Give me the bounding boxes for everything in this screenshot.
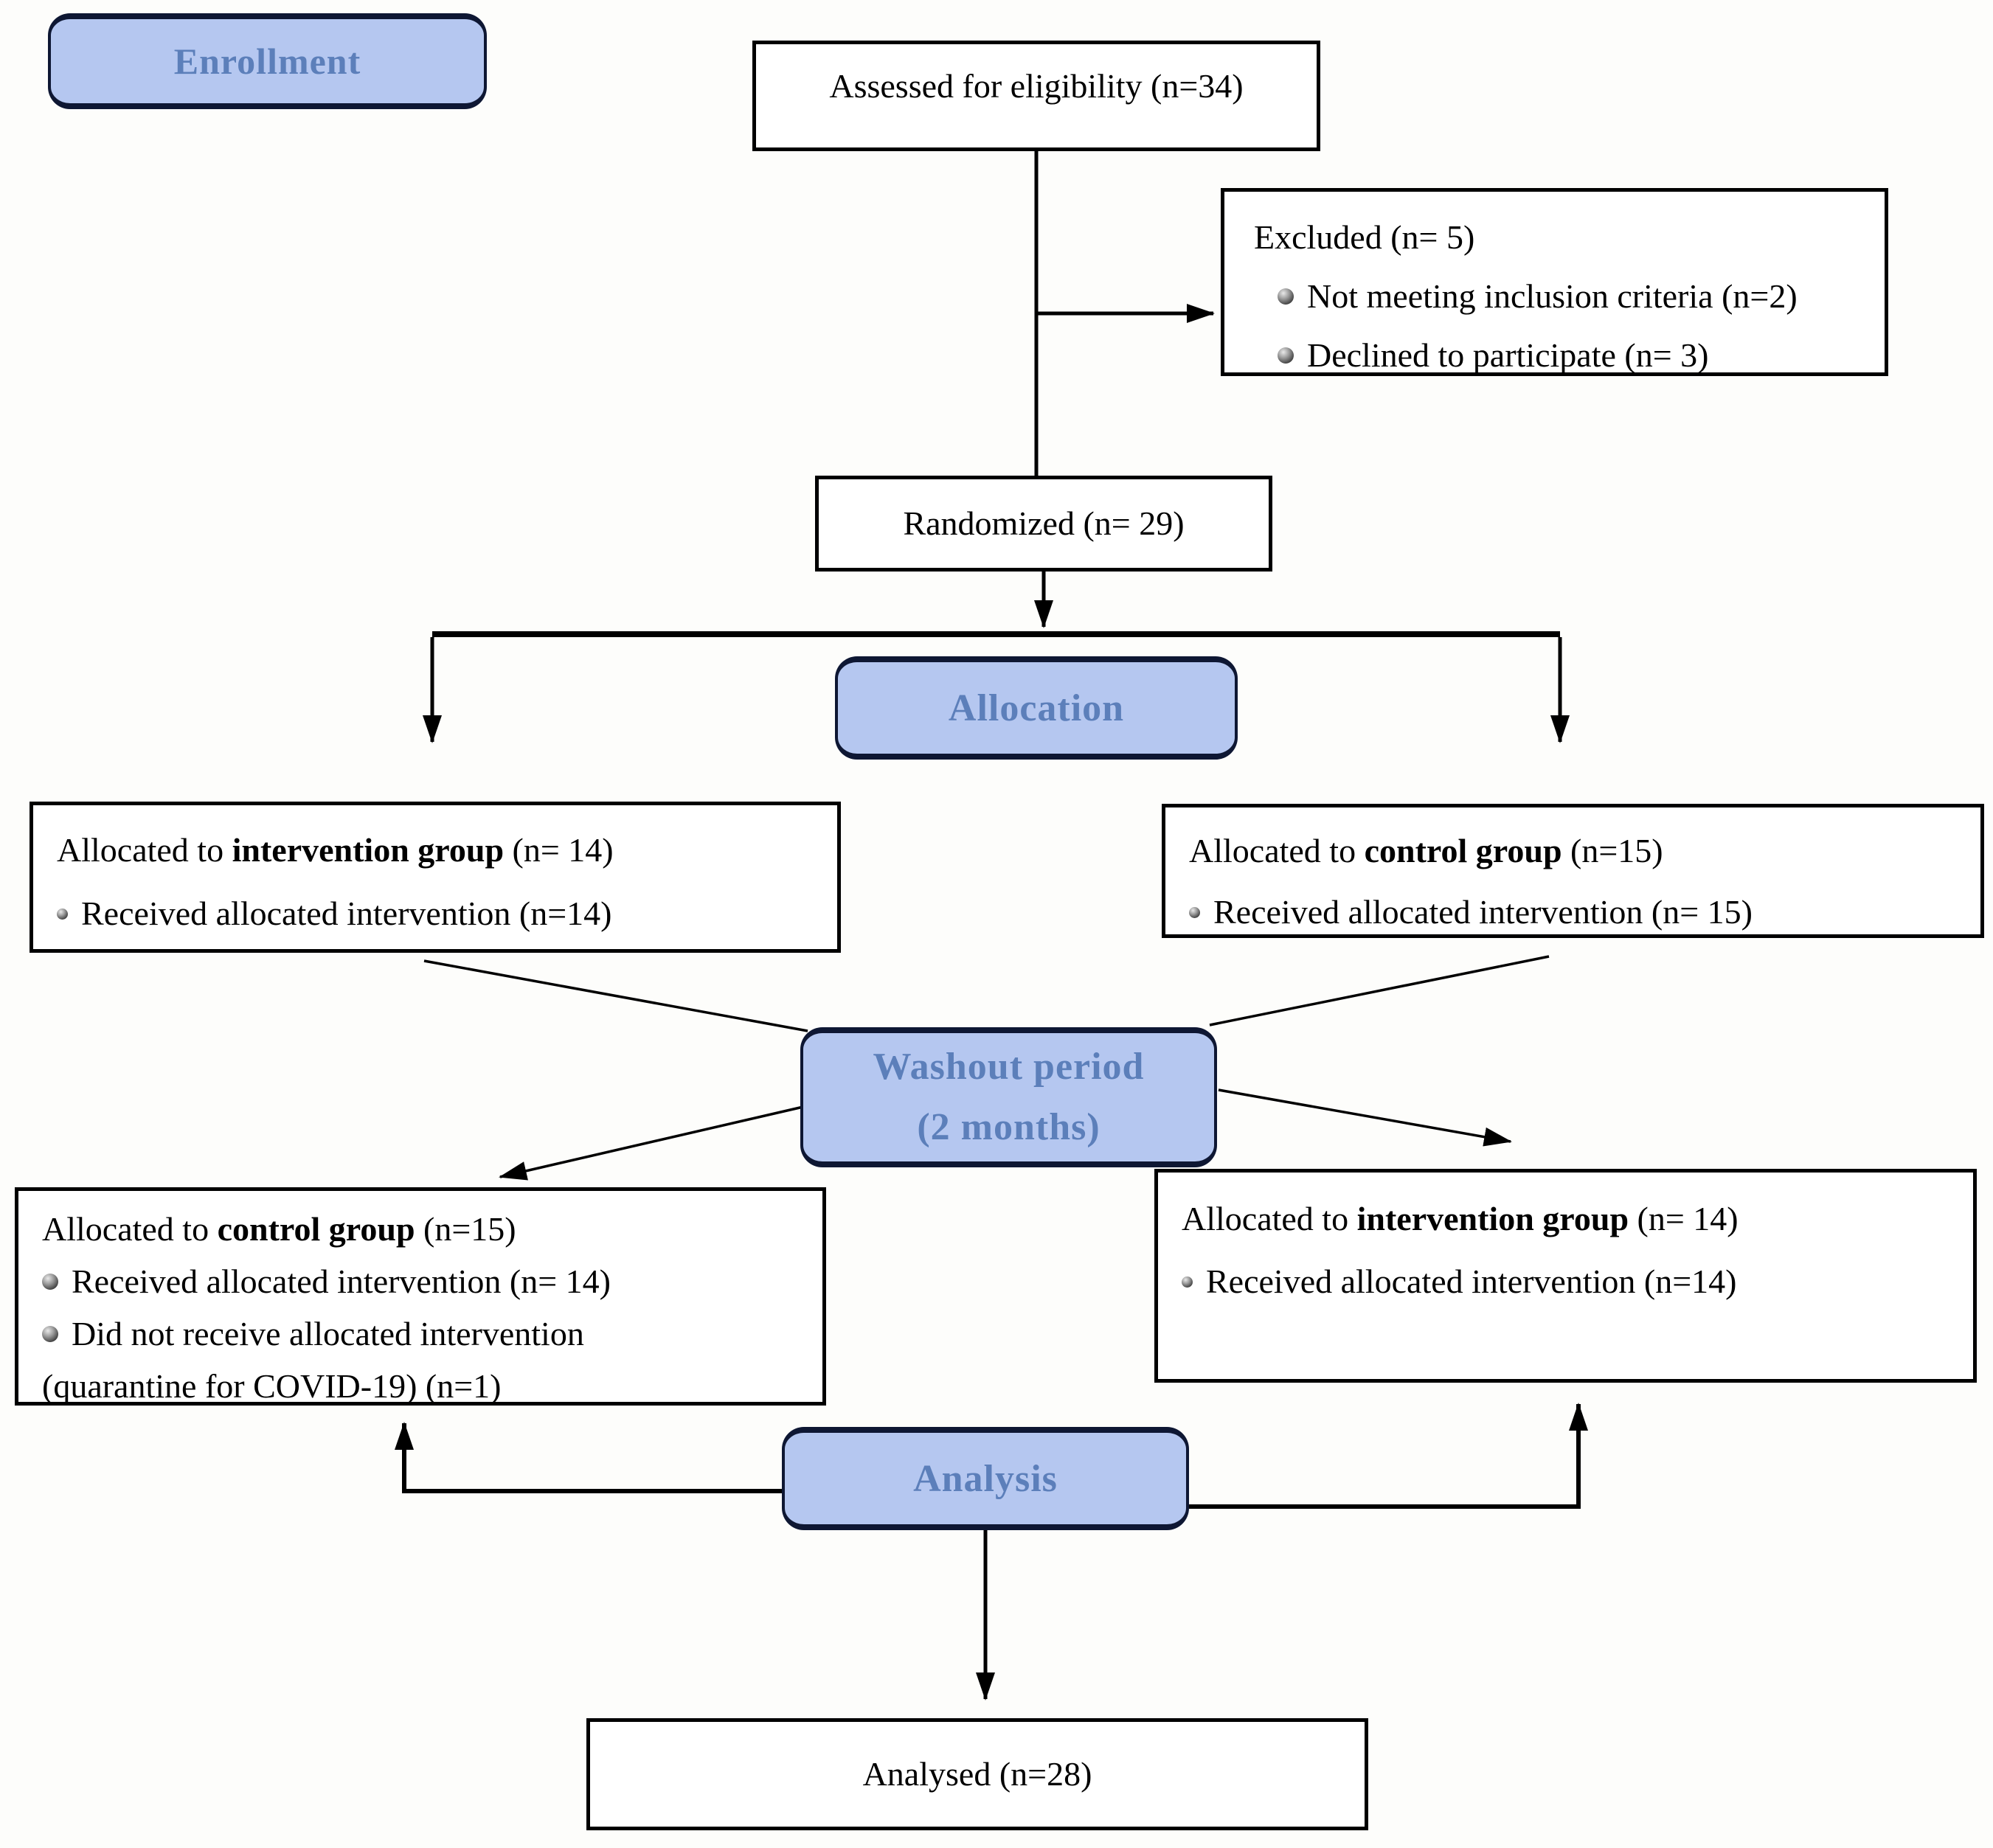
connector-control-to-washout — [1209, 955, 1550, 1027]
stage-label-allocation: Allocation — [835, 656, 1238, 760]
arrow-analysis-to-right-icon — [1189, 1403, 1588, 1509]
bullet-item: Not meeting inclusion criteria (n=2) — [1254, 267, 1864, 326]
bullet-text: Not meeting inclusion criteria (n=2) — [1307, 277, 1798, 315]
box-title: Allocated to intervention group (n= 14) — [57, 831, 614, 869]
box-text: Assessed for eligibility (n=34) — [829, 67, 1244, 105]
box-title: Allocated to control group (n=15) — [1189, 832, 1663, 869]
bullet-text: Received allocated intervention (n= 14) — [72, 1262, 611, 1300]
washout-intervention-box: Allocated to intervention group (n= 14) … — [1154, 1169, 1977, 1383]
bullet-item: Declined to participate (n= 3) — [1254, 326, 1864, 385]
box-title: Allocated to control group (n=15) — [42, 1210, 516, 1248]
stage-label-text-line1: Washout period — [873, 1046, 1145, 1088]
bullet-text: Declined to participate (n= 3) — [1307, 336, 1709, 374]
arrow-analysis-to-left-icon — [395, 1422, 782, 1493]
bullet-item: Received allocated intervention (n=14) — [57, 882, 817, 945]
bullet-text: Did not receive allocated intervention — [72, 1315, 584, 1352]
allocated-control-box: Allocated to control group (n=15) Receiv… — [1162, 804, 1984, 938]
arrow-washout-to-control-icon — [499, 1105, 807, 1181]
bullet-text: Received allocated intervention (n=14) — [1206, 1262, 1737, 1300]
bullet-text: Received allocated intervention (n= 15) — [1213, 893, 1753, 931]
analysed-box: Analysed (n=28) — [586, 1718, 1368, 1830]
bullet-item: Received allocated intervention (n= 14) — [42, 1255, 802, 1307]
box-text: Analysed (n=28) — [862, 1755, 1092, 1793]
washout-control-box: Allocated to control group (n=15) Receiv… — [15, 1187, 826, 1406]
bullet-icon — [1278, 347, 1294, 364]
box-continuation-text: (quarantine for COVID-19) (n=1) — [42, 1367, 502, 1405]
bullet-icon — [1189, 906, 1200, 918]
arrow-washout-to-intervention-icon — [1218, 1088, 1512, 1147]
box-title: Allocated to intervention group (n= 14) — [1182, 1200, 1739, 1237]
bullet-icon — [42, 1325, 58, 1342]
stage-label-text-line2: (2 months) — [917, 1106, 1101, 1148]
stage-label-washout: Washout period (2 months) — [800, 1027, 1217, 1167]
stage-label-enrollment: Enrollment — [48, 13, 487, 109]
bullet-icon — [42, 1273, 58, 1290]
bullet-item: Received allocated intervention (n=14) — [1182, 1251, 1952, 1313]
assessed-eligibility-box: Assessed for eligibility (n=34) — [752, 41, 1320, 151]
stage-label-text: Enrollment — [173, 41, 361, 82]
bullet-item: Received allocated intervention (n= 15) — [1189, 883, 1960, 942]
box-text: Randomized (n= 29) — [903, 504, 1185, 543]
stage-label-analysis: Analysis — [782, 1427, 1189, 1530]
bullet-icon — [1182, 1276, 1193, 1288]
allocated-intervention-box: Allocated to intervention group (n= 14) … — [30, 802, 841, 953]
stage-label-text: Allocation — [948, 687, 1125, 729]
stage-label-text: Analysis — [913, 1457, 1058, 1500]
bullet-icon — [57, 908, 68, 920]
bullet-icon — [1278, 288, 1294, 305]
connector-intervention-to-washout — [423, 959, 808, 1032]
box-title: Excluded (n= 5) — [1254, 218, 1475, 256]
bullet-item: Did not receive allocated intervention — [42, 1307, 802, 1360]
bullet-text: Received allocated intervention (n=14) — [81, 895, 612, 932]
excluded-box: Excluded (n= 5) Not meeting inclusion cr… — [1221, 188, 1888, 376]
randomized-box: Randomized (n= 29) — [815, 476, 1272, 572]
